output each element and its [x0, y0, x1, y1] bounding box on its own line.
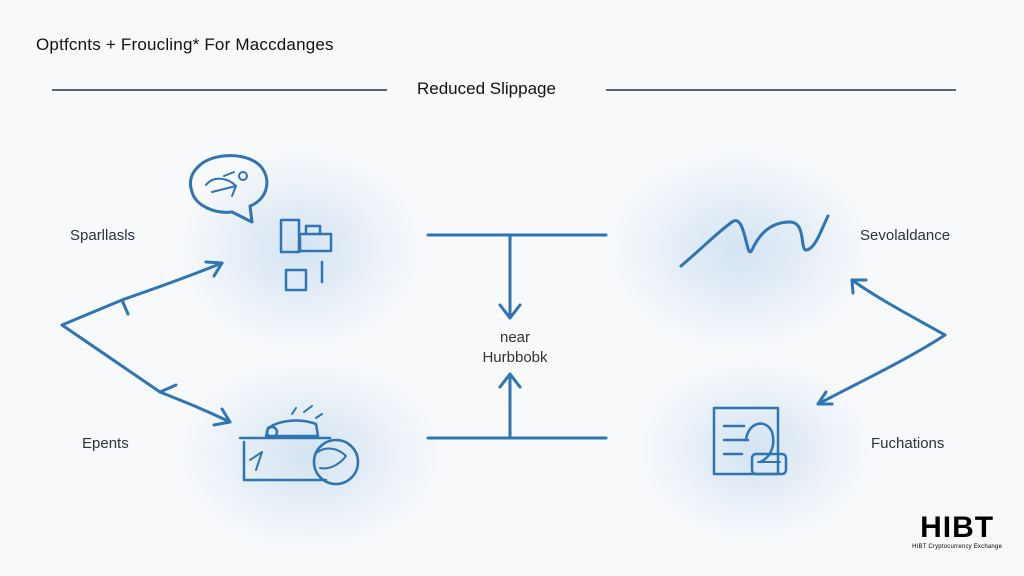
hub-connector: [426, 233, 608, 440]
section-subtitle: Reduced Slippage: [417, 79, 556, 98]
document-icon: [712, 406, 788, 476]
device-icon: [238, 405, 360, 486]
node-label-top-right: Sevolaldance: [860, 227, 951, 244]
wave-icon: [679, 214, 830, 268]
glow-bottom-left: [180, 360, 440, 550]
glow-bottom-right: [640, 360, 870, 540]
glow-top-right: [610, 150, 870, 350]
speech-bubble-icon: [188, 154, 269, 224]
toolbox-icon: [279, 218, 333, 292]
hub-label-line1: near: [499, 329, 531, 346]
node-label-top-left: Sparllasls: [70, 227, 136, 244]
left-chevron-arrows: [60, 260, 232, 427]
brand-logo-text: HIBT: [920, 511, 995, 544]
brand-tagline: HIBT Cryptocurrency Exchange: [912, 544, 1002, 550]
divider-right: [606, 89, 956, 91]
divider-left: [52, 89, 387, 91]
node-label-bottom-right: Fuchations: [871, 435, 945, 452]
brand-logo: HIBT HIBT Cryptocurrency Exchange: [912, 511, 1002, 551]
right-chevron-arrows: [816, 278, 947, 406]
hub-label: near Hurbbobk: [470, 328, 560, 368]
page-title: Optfcnts + Froucling* For Maccdanges: [36, 35, 334, 54]
hub-label-line2: Hurbbobk: [482, 349, 548, 366]
node-label-bottom-left: Epents: [82, 435, 129, 452]
